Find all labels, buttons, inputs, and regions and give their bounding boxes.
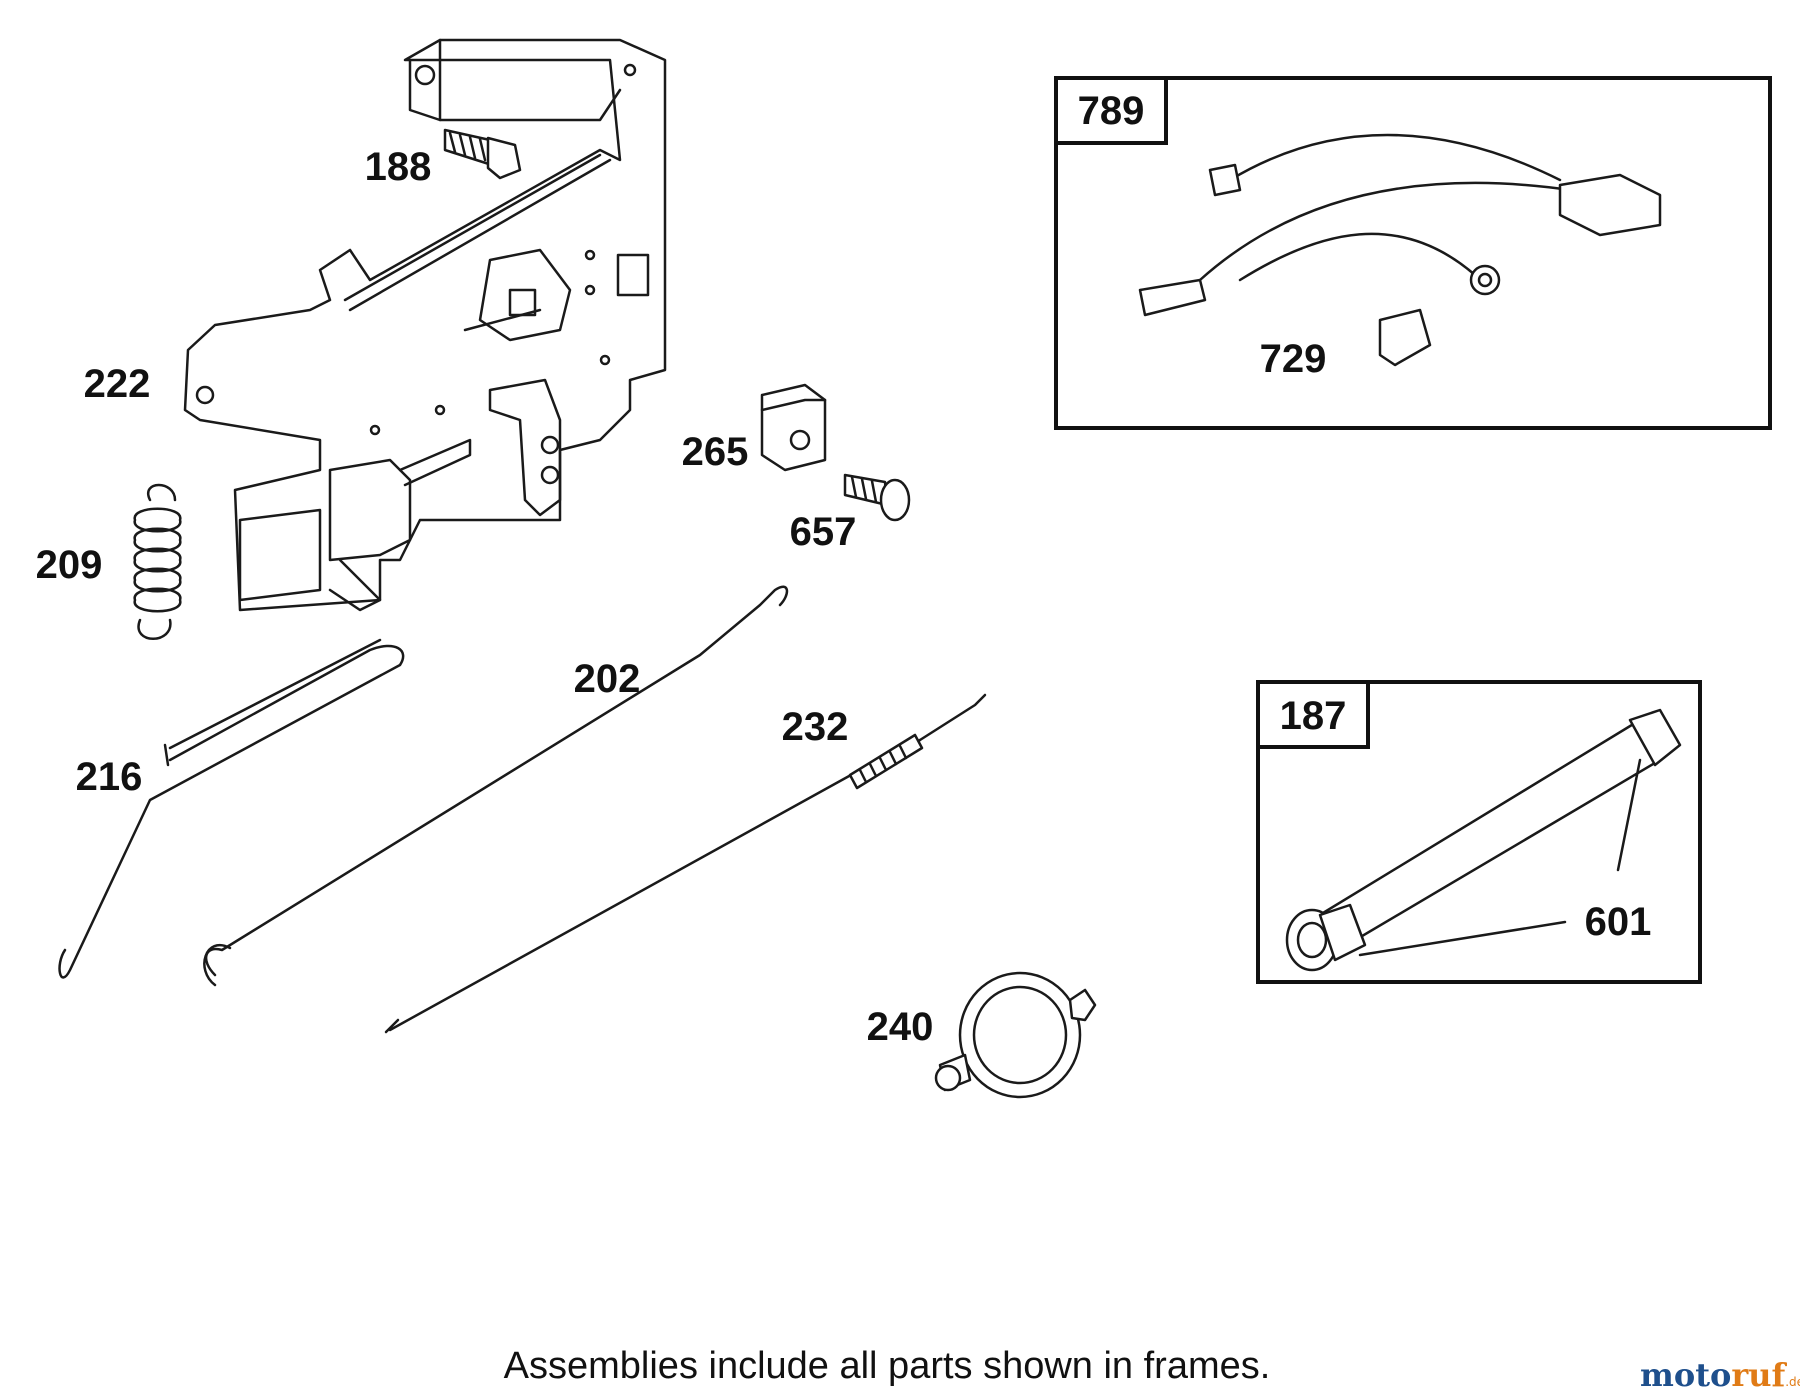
label-789: 789 [1078,89,1145,133]
frame-789 [1054,76,1772,430]
label-601: 601 [1585,900,1652,944]
watermark-part1: moto [1640,1356,1731,1394]
spring-rod-232-drawing [384,693,987,1034]
rod-216-drawing [58,638,405,979]
label-222: 222 [84,362,151,406]
label-188: 188 [365,145,432,189]
label-232: 232 [782,705,849,749]
footer-note: Assemblies include all parts shown in fr… [504,1345,1271,1387]
label-240: 240 [867,1005,934,1049]
clip-block-265-drawing [760,383,827,472]
watermark-part2: ruf [1731,1356,1787,1394]
screw-188-drawing [443,128,522,180]
label-216: 216 [76,755,143,799]
rod-202-drawing [203,585,789,987]
label-265: 265 [682,430,749,474]
label-729: 729 [1260,337,1327,381]
label-657: 657 [790,510,857,554]
label-209: 209 [36,543,103,587]
screw-657-drawing [843,473,911,522]
wire-harness-789-drawing [1138,133,1662,367]
label-202: 202 [574,657,641,701]
filter-240-drawing [934,971,1097,1099]
spring-209-drawing [133,483,182,640]
control-bracket-drawing [183,38,667,612]
frame-187 [1256,680,1702,984]
label-187: 187 [1280,694,1347,738]
hose-187-drawing [1285,708,1682,972]
watermark-logo: motoruf.de [1640,1356,1800,1394]
watermark-suffix: .de [1785,1375,1800,1389]
